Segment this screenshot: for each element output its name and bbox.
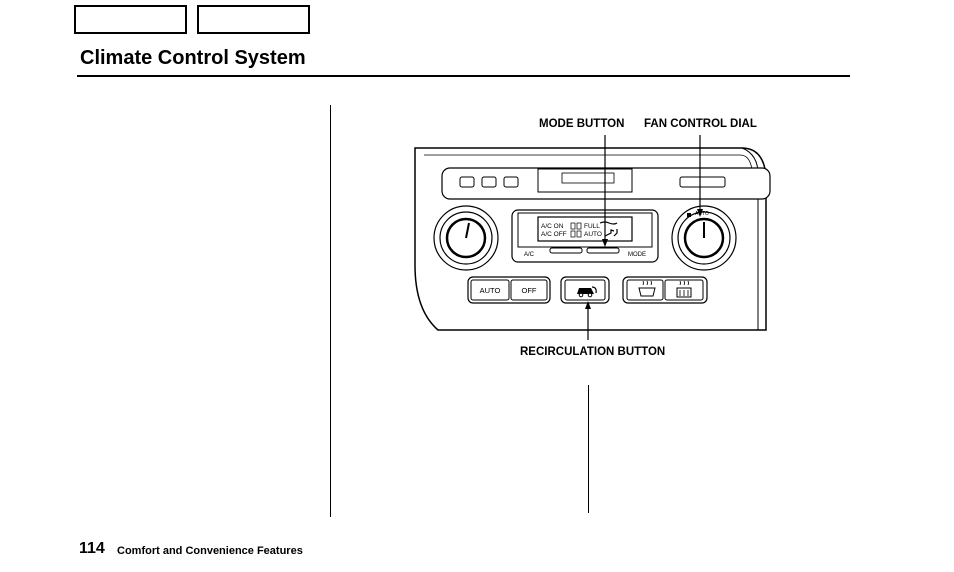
recirculation-icon [577, 286, 597, 298]
rear-defrost-icon [676, 280, 692, 298]
callout-leaders [585, 135, 703, 340]
temperature-dial-icon [433, 205, 499, 271]
auto-button[interactable] [470, 279, 510, 301]
fan-control-dial-icon [671, 205, 737, 271]
mode-button-callout: MODE BUTTON [539, 118, 625, 130]
fan-dial-auto-label: AUTO [695, 211, 709, 217]
display-ac-off: A/C OFF [541, 231, 567, 238]
column-divider-lower [588, 385, 589, 513]
ac-button[interactable] [549, 247, 583, 254]
mode-button[interactable] [586, 247, 620, 254]
off-button-label: OFF [522, 286, 537, 295]
display-full: FULL [584, 223, 600, 230]
auto-button-label: AUTO [480, 286, 501, 295]
page-title: Climate Control System [80, 47, 306, 69]
recirculation-button-callout: RECIRCULATION BUTTON [520, 346, 666, 358]
ac-label: A/C [524, 252, 535, 258]
off-button[interactable] [510, 279, 548, 301]
nav-tab-1[interactable] [74, 5, 187, 34]
title-rule [77, 75, 850, 77]
display-auto: AUTO [584, 231, 602, 238]
section-name: Comfort and Convenience Features [117, 545, 303, 557]
nav-tab-2[interactable] [197, 5, 310, 34]
display-ac-on: A/C ON [541, 223, 564, 230]
airflow-icon [599, 221, 618, 237]
climate-control-panel-diagram: A/C ON A/C OFF FULL AUTO A/C MODE AUTO A… [414, 135, 771, 340]
front-defrost-button[interactable] [626, 279, 664, 301]
mode-label: MODE [628, 252, 646, 258]
column-divider [330, 105, 331, 517]
fan-control-dial-callout: FAN CONTROL DIAL [644, 118, 757, 130]
page-number: 114 [79, 540, 105, 557]
front-defrost-icon [638, 280, 656, 297]
